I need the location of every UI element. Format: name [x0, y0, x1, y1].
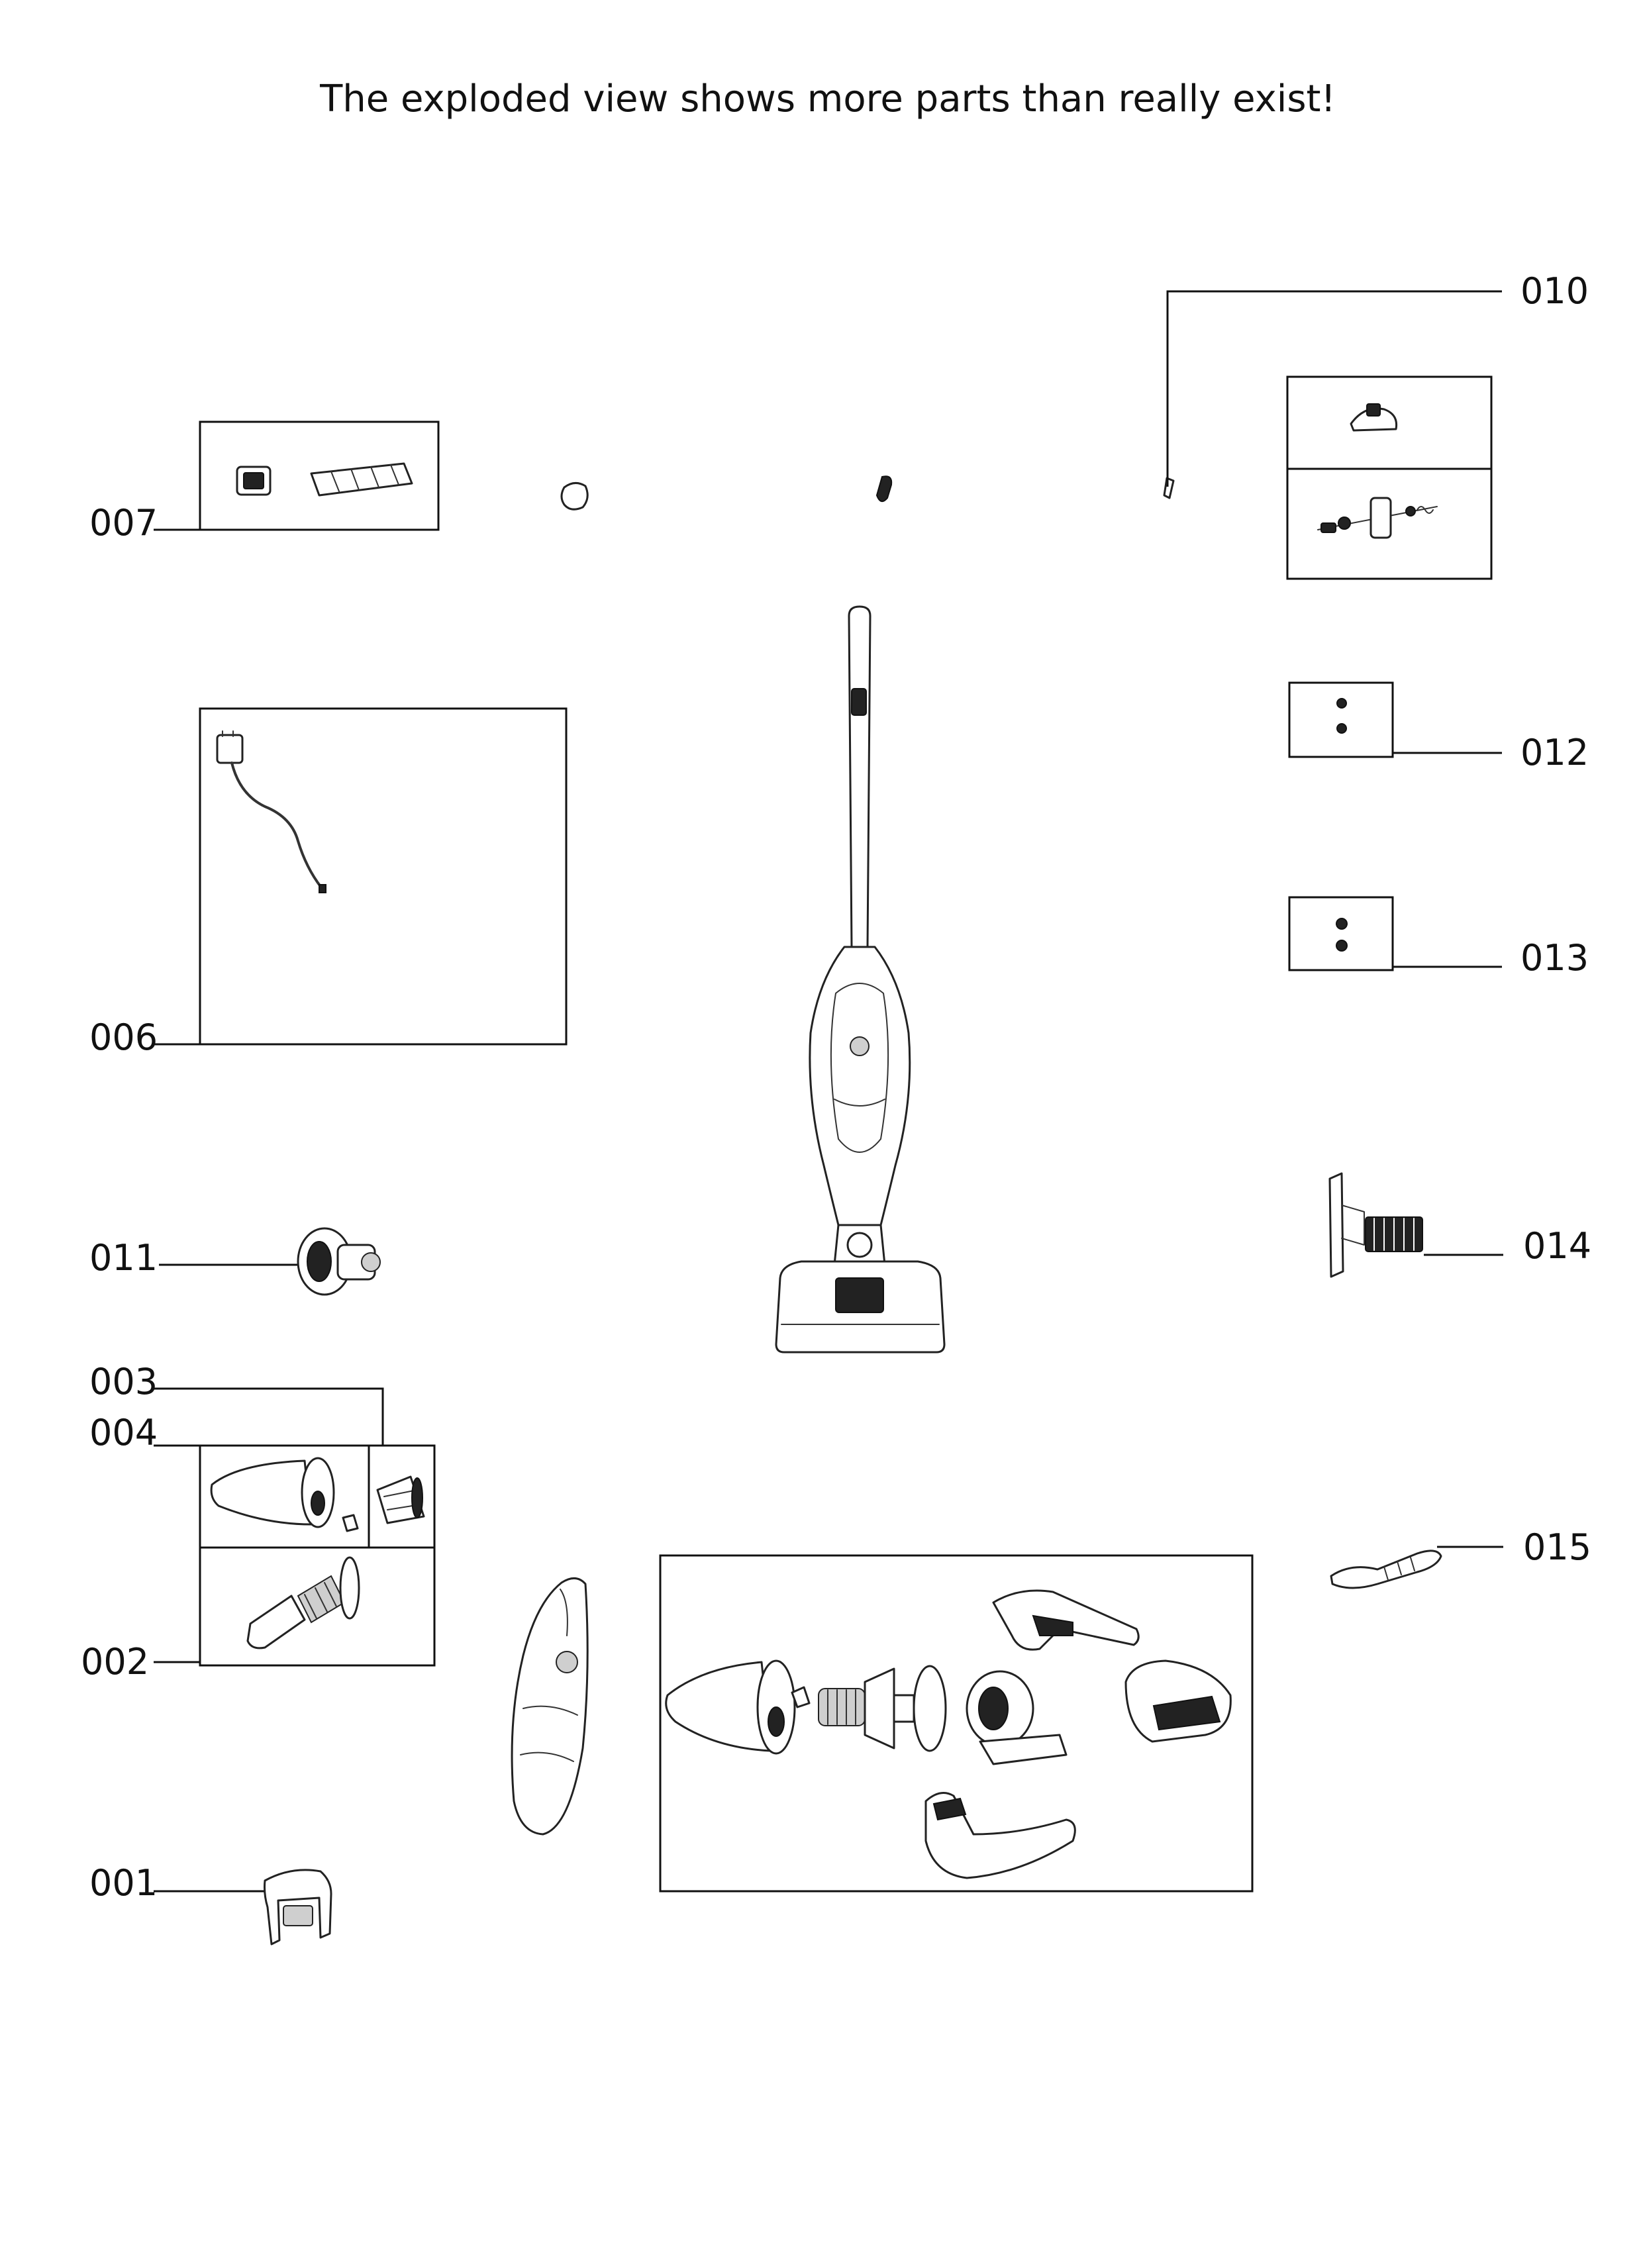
charger-adapter-icon: [216, 730, 326, 893]
part-010-leader: [1166, 290, 1502, 487]
dust-bowl-icon: [210, 1457, 359, 1532]
part-010-label: 010: [1520, 270, 1589, 312]
wall-clip-icon: [264, 1869, 332, 1946]
agitator-belt-icon: [1330, 1550, 1442, 1589]
part-002-box: [199, 1444, 436, 1667]
part-010-group: 010: [1166, 270, 1589, 580]
screw-icon: [1336, 918, 1348, 930]
loose-ring-icon: [560, 482, 589, 511]
part-012-label: 012: [1520, 732, 1589, 773]
loose-spring-icon: [875, 475, 893, 503]
part-010-box: [1286, 375, 1493, 580]
part-001-label: 001: [89, 1862, 158, 1904]
part-001-group: 001: [89, 1862, 332, 1946]
part-011-group: 011: [89, 1227, 381, 1296]
part-004-label: 004: [89, 1412, 158, 1454]
screw-icon: [1336, 698, 1347, 709]
switch-assembly-icon: [1317, 497, 1438, 539]
part-007-label: 007: [89, 502, 158, 544]
part-003-label: 003: [89, 1361, 158, 1403]
part-007-box: [199, 420, 440, 531]
part-012-box: [1288, 681, 1394, 758]
screw-icon: [1336, 723, 1347, 734]
handheld-vacuum-icon: [511, 1577, 589, 1836]
filter-pleated-icon: [818, 1665, 947, 1752]
part-006-group: 006: [89, 707, 568, 1058]
part-002-label: 002: [81, 1641, 149, 1683]
part-013-group: 013: [1288, 896, 1589, 979]
brush-cap-icon: [236, 466, 272, 496]
part-006-label: 006: [89, 1016, 158, 1058]
part-007-group: 007: [89, 420, 440, 544]
part-015-group: 015: [1330, 1526, 1591, 1589]
screw-icon: [1336, 940, 1348, 952]
part-006-box: [199, 707, 568, 1046]
stick-vacuum-assembled-icon: [775, 605, 946, 1354]
handle-cover-icon: [1124, 1659, 1232, 1743]
part-014-group: 014: [1328, 1172, 1591, 1278]
part-014-label: 014: [1523, 1225, 1591, 1267]
part-013-label: 013: [1520, 937, 1589, 979]
bottom-cover-icon: [924, 1792, 1076, 1879]
motor-icon: [297, 1227, 381, 1296]
brush-roll-icon: [1328, 1172, 1423, 1278]
part-012-group: 012: [1288, 681, 1589, 773]
filter-cone-icon: [376, 1475, 425, 1524]
switch-button-icon: [1350, 403, 1398, 432]
roller-brush-icon: [310, 462, 413, 497]
part-002-004-group: 003 004 002: [81, 1361, 436, 1683]
top-cover-icon: [992, 1589, 1140, 1651]
exploded-assembly-box: [659, 1554, 1254, 1893]
motor-housing-icon: [966, 1670, 1068, 1765]
part-015-label: 015: [1523, 1526, 1591, 1568]
part-013-box: [1288, 896, 1394, 971]
filter-assembly-icon: [246, 1556, 360, 1650]
part-011-label: 011: [89, 1237, 158, 1279]
diagram-heading: The exploded view shows more parts than …: [319, 77, 1336, 121]
loose-pin-icon: [1163, 477, 1175, 499]
part-003-leader: [154, 1387, 384, 1446]
dust-bowl-large-icon: [665, 1659, 811, 1755]
exploded-assembly-group: [659, 1554, 1254, 1893]
